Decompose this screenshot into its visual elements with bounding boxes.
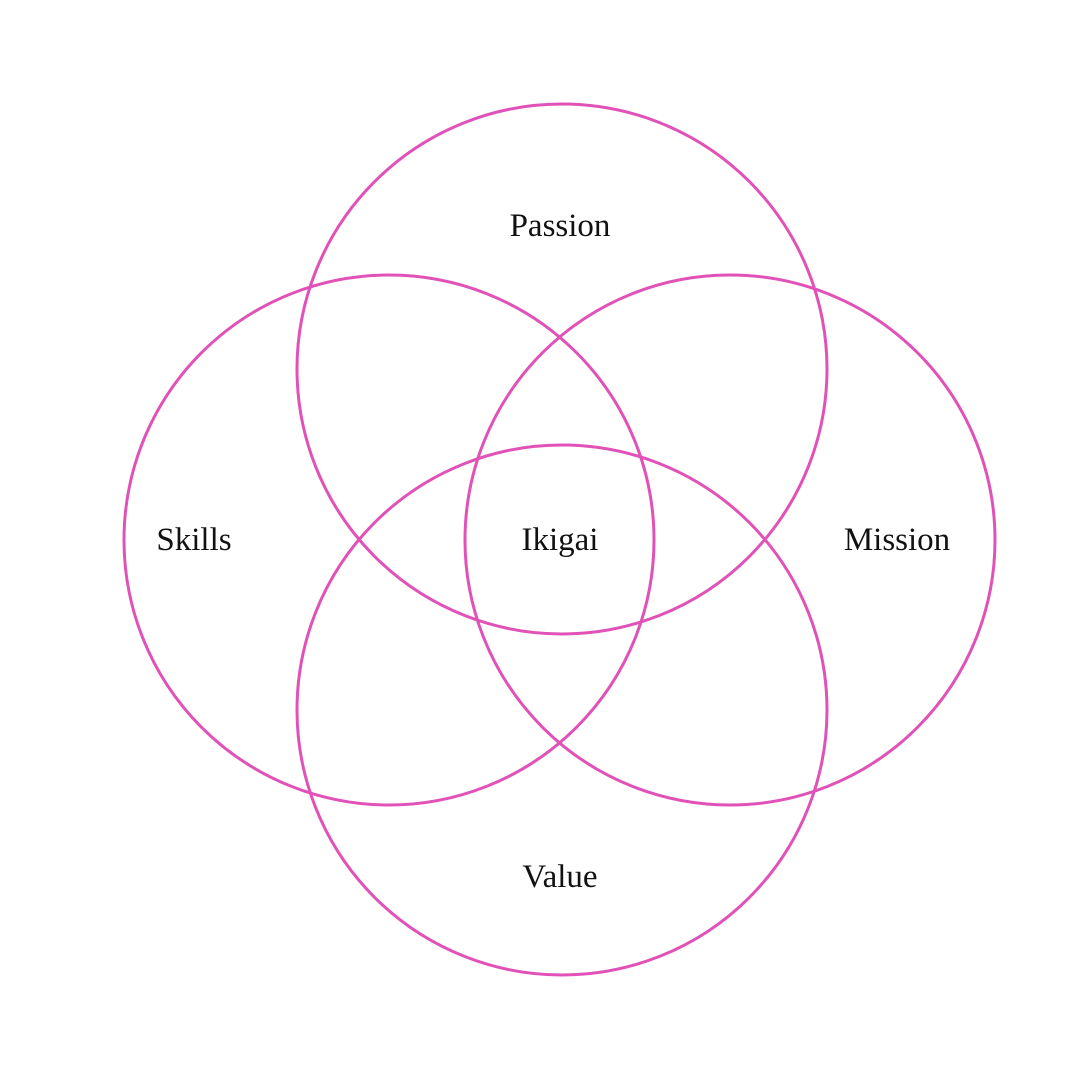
label-value: Value [522,859,597,895]
label-passion: Passion [510,208,611,244]
label-ikigai: Ikigai [522,522,599,558]
circle-value [295,443,829,977]
label-mission: Mission [844,522,950,558]
circle-skills [122,273,656,807]
circle-passion [295,102,829,636]
circle-mission [463,273,997,807]
label-skills: Skills [156,522,231,558]
